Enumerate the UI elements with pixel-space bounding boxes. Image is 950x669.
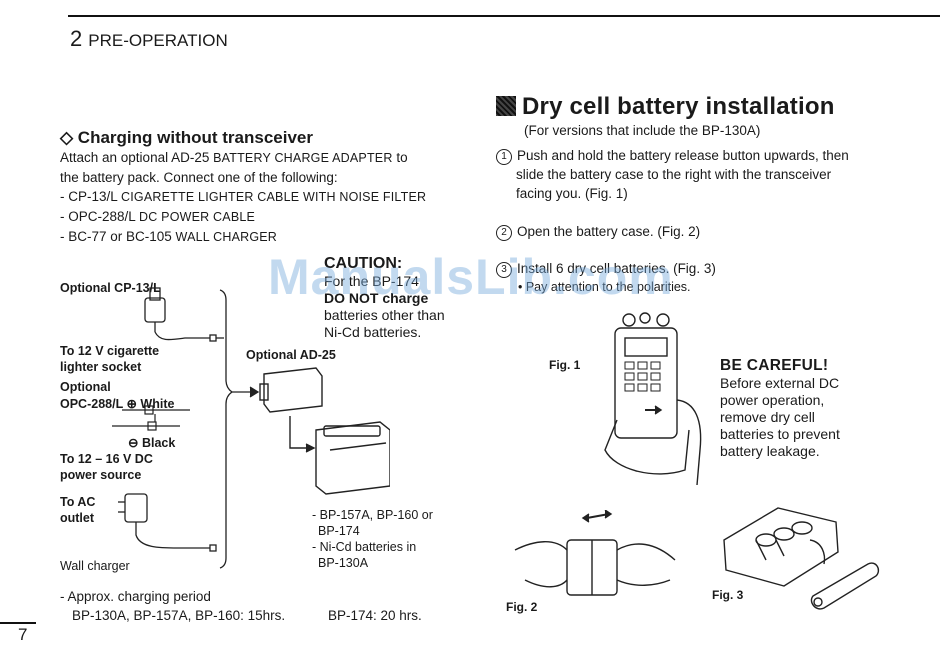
be-careful-line-2: power operation, (720, 392, 825, 408)
chapter-header: 2 PRE-OPERATION (70, 26, 228, 52)
step-2-number: 2 (496, 225, 512, 241)
be-careful-line-5: battery leakage. (720, 443, 820, 459)
watermark: ManualsLib.com (268, 249, 674, 305)
fig-2-battery-case-illustration (514, 510, 676, 596)
fig-1-label: Fig. 1 (549, 358, 581, 372)
caution-line-4: Ni-Cd batteries. (324, 324, 422, 340)
be-careful-line-4: batteries to prevent (720, 426, 840, 442)
charging-period-line-3: BP-174: 20 hrs. (328, 608, 422, 623)
wall-charger-icon (118, 493, 217, 552)
intro-line-1: Attach an optional AD-25 BATTERY CHARGE … (60, 150, 408, 165)
label-12v-2: lighter socket (60, 360, 142, 374)
intro-line-2: the battery pack. Connect one of the fol… (60, 170, 338, 185)
label-bp-1: - BP-157A, BP-160 or (312, 508, 433, 522)
fig-3-dry-cells-illustration (723, 507, 880, 610)
be-careful-line-3: remove dry cell (720, 409, 815, 425)
label-opc-1: Optional (60, 380, 111, 394)
fig-2-label: Fig. 2 (506, 600, 538, 614)
label-opc-2: OPC-288/L ⊕ White (60, 397, 175, 411)
ad25-adapter-icon (259, 367, 323, 453)
label-bp-4: BP-130A (318, 556, 369, 570)
header-rule (68, 15, 940, 17)
page-number-rule (0, 622, 36, 624)
battery-pack-icon (315, 421, 390, 495)
step-3-note: • Pay attention to the polarities. (518, 280, 691, 294)
label-cp13: Optional CP-13/L (60, 281, 161, 295)
list-item-opc288: - OPC-288/L DC POWER CABLE (60, 209, 256, 224)
chapter-title: PRE-OPERATION (88, 31, 228, 50)
fig-3-label: Fig. 3 (712, 588, 744, 602)
dc-cable-icon (112, 405, 190, 431)
intro-paragraph: Attach an optional AD-25 BATTERY CHARGE … (60, 148, 460, 247)
label-12v-1: To 12 V cigarette (60, 344, 160, 358)
cigarette-plug-icon (144, 287, 224, 342)
list-item-bc77: - BC-77 or BC-105 WALL CHARGER (60, 229, 278, 244)
be-careful-line-1: Before external DC (720, 375, 840, 391)
list-item-cp13: - CP-13/L CIGARETTE LIGHTER CABLE WITH N… (60, 189, 427, 204)
step-1-number: 1 (496, 149, 512, 165)
bracket-icon (219, 289, 260, 569)
caution-line-3: batteries other than (324, 307, 445, 323)
charging-diagram (112, 287, 390, 569)
section-title-dry-cell: Dry cell battery installation (496, 93, 835, 121)
label-black: ⊖ Black (128, 436, 176, 450)
step-3-number: 3 (496, 262, 512, 278)
page-number: 7 (18, 625, 28, 644)
caution-line-2: DO NOT charge (324, 290, 429, 306)
label-ac-2: outlet (60, 511, 95, 525)
section-marker-icon (496, 96, 516, 116)
label-wall: Wall charger (60, 559, 130, 573)
label-bp-2: BP-174 (318, 524, 360, 538)
label-dc-2: power source (60, 468, 142, 482)
caution-title: CAUTION: (324, 255, 403, 272)
section-heading-charging: ◇ Charging without transceiver (60, 128, 313, 147)
label-bp-3: - Ni-Cd batteries in (312, 540, 417, 554)
be-careful-box: BE CAREFUL! Before external DC power ope… (720, 357, 840, 460)
section-subtitle: (For versions that include the BP-130A) (524, 123, 761, 138)
fig-1-transceiver-illustration (604, 312, 702, 486)
label-ad25: Optional AD-25 (246, 348, 336, 362)
chapter-number: 2 (70, 26, 83, 51)
caution-box: CAUTION: For the BP-174 DO NOT charge ba… (324, 255, 445, 341)
charging-period-line-1: - Approx. charging period (60, 589, 211, 604)
charging-period-line-2: BP-130A, BP-157A, BP-160: 15hrs. (72, 608, 286, 623)
caution-line-1: For the BP-174 (324, 273, 419, 289)
label-dc-1: To 12 – 16 V DC (60, 452, 153, 466)
be-careful-title: BE CAREFUL! (720, 357, 829, 374)
label-ac-1: To AC (60, 495, 96, 509)
